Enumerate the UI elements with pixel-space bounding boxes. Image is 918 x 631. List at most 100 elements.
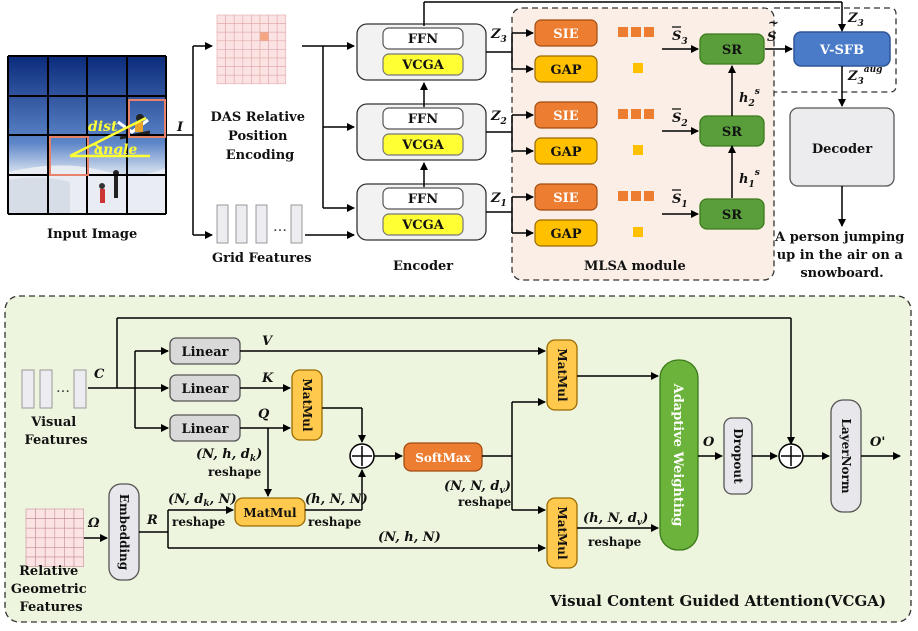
das-cell — [268, 66, 278, 76]
gap-token — [633, 63, 643, 73]
gap-box[interactable] — [534, 137, 598, 165]
rgf-cell — [35, 547, 46, 558]
sie-token — [644, 109, 654, 119]
svg-text:Adaptive Weighting: Adaptive Weighting — [670, 383, 685, 527]
sr-box[interactable] — [699, 33, 765, 65]
r-symbol: R — [146, 513, 158, 528]
svg-text:MatMul: MatMul — [555, 348, 569, 402]
matmul-r[interactable]: MatMul — [546, 497, 578, 569]
das-cell — [268, 23, 278, 33]
das-cell — [268, 40, 278, 50]
das-cell — [233, 74, 244, 85]
reshape-label-r: reshape — [588, 535, 642, 549]
rgf-cell — [44, 508, 56, 519]
rgf-cell — [35, 518, 46, 529]
angle-label: angle — [94, 142, 137, 158]
linear-v[interactable]: Linear — [169, 337, 241, 365]
das-cell — [225, 57, 235, 67]
das-cell — [259, 49, 269, 59]
h2-label: h2s — [739, 87, 760, 109]
rgf-cell — [54, 527, 65, 539]
ffn-box[interactable] — [382, 107, 464, 130]
reshape-label-q: reshape — [208, 465, 262, 479]
matmul-v[interactable]: MatMul — [546, 339, 578, 411]
rgf-cell — [54, 537, 65, 548]
das-cell — [233, 23, 244, 33]
dropout-box[interactable]: Dropout — [723, 417, 753, 495]
vcga-label: VCGA — [401, 58, 445, 73]
sie-box[interactable] — [534, 19, 598, 47]
das-cell — [216, 23, 226, 33]
das-cell — [216, 40, 226, 50]
ffn-label: FFN — [408, 192, 438, 207]
das-cell — [225, 23, 235, 33]
das-cell — [259, 23, 269, 33]
vcga-box[interactable] — [382, 53, 464, 76]
linear-q[interactable]: Linear — [169, 414, 241, 442]
das-cell — [268, 57, 278, 67]
reshape-label-mid: reshape — [308, 515, 362, 529]
das-cell — [242, 14, 252, 24]
svg-text:LayerNorm: LayerNorm — [839, 418, 853, 493]
das-cell — [233, 49, 244, 59]
gap-label: GAP — [551, 145, 582, 160]
matmul-qr[interactable]: MatMul — [234, 497, 306, 527]
das-highlight-cell — [259, 31, 269, 42]
adaptive-weighting-box[interactable]: Adaptive Weighting — [659, 359, 699, 551]
sie-token — [644, 191, 654, 201]
sr-box[interactable] — [699, 198, 765, 230]
embedding-box[interactable]: Embedding — [108, 483, 140, 581]
das-cell — [276, 23, 287, 33]
das-cell — [225, 66, 235, 76]
ffn-box[interactable] — [382, 27, 464, 50]
das-cell — [242, 40, 252, 50]
sie-label: SIE — [553, 27, 578, 42]
reshape-label-r-left: reshape — [172, 515, 226, 529]
vsfb-label: V-SFB — [819, 43, 864, 58]
gap-box[interactable] — [534, 219, 598, 247]
das-cell — [233, 14, 244, 24]
sie-box[interactable] — [534, 101, 598, 129]
shape-nndv: (N, N, dv) — [444, 479, 511, 496]
vcga-box[interactable] — [382, 213, 464, 236]
das-cell — [216, 31, 226, 42]
matmul-qk[interactable]: MatMul — [291, 369, 323, 441]
sie-box[interactable] — [534, 183, 598, 211]
gap-box[interactable] — [534, 55, 598, 83]
das-cell — [242, 23, 252, 33]
z-label: Z3 — [490, 27, 507, 45]
das-cell — [268, 74, 278, 85]
das-cell — [259, 57, 269, 67]
z3-aug-label: Z3aug — [847, 65, 882, 87]
relative-geometric-features-grid — [25, 508, 84, 567]
layernorm-box[interactable]: LayerNorm — [830, 399, 862, 513]
das-cell — [276, 49, 287, 59]
rgf-cell — [44, 547, 56, 558]
sie-token — [618, 109, 628, 119]
s-bar-label: S3 — [672, 29, 688, 47]
svg-text:Linear: Linear — [181, 345, 228, 360]
rgf-cell — [73, 556, 84, 567]
caption: A person jumping up in the air on a snow… — [774, 230, 909, 281]
rgf-cell — [25, 508, 36, 519]
sie-token — [618, 191, 628, 201]
vcga-box[interactable] — [382, 133, 464, 156]
add-circle-1 — [349, 443, 375, 469]
shape-hndv: (h, N, dv) — [583, 511, 648, 528]
rgf-cell — [35, 508, 46, 519]
das-cell — [251, 14, 261, 24]
das-cell — [251, 57, 261, 67]
ffn-box[interactable] — [382, 187, 464, 210]
das-cell — [276, 31, 287, 42]
softmax-box[interactable]: SoftMax — [403, 442, 483, 472]
shape-hnn: (h, N, N) — [305, 492, 368, 507]
linear-k[interactable]: Linear — [169, 374, 241, 402]
das-cell — [216, 49, 226, 59]
das-cell — [268, 14, 278, 24]
svg-text:…: … — [273, 219, 287, 235]
rgf-cell — [25, 518, 36, 529]
